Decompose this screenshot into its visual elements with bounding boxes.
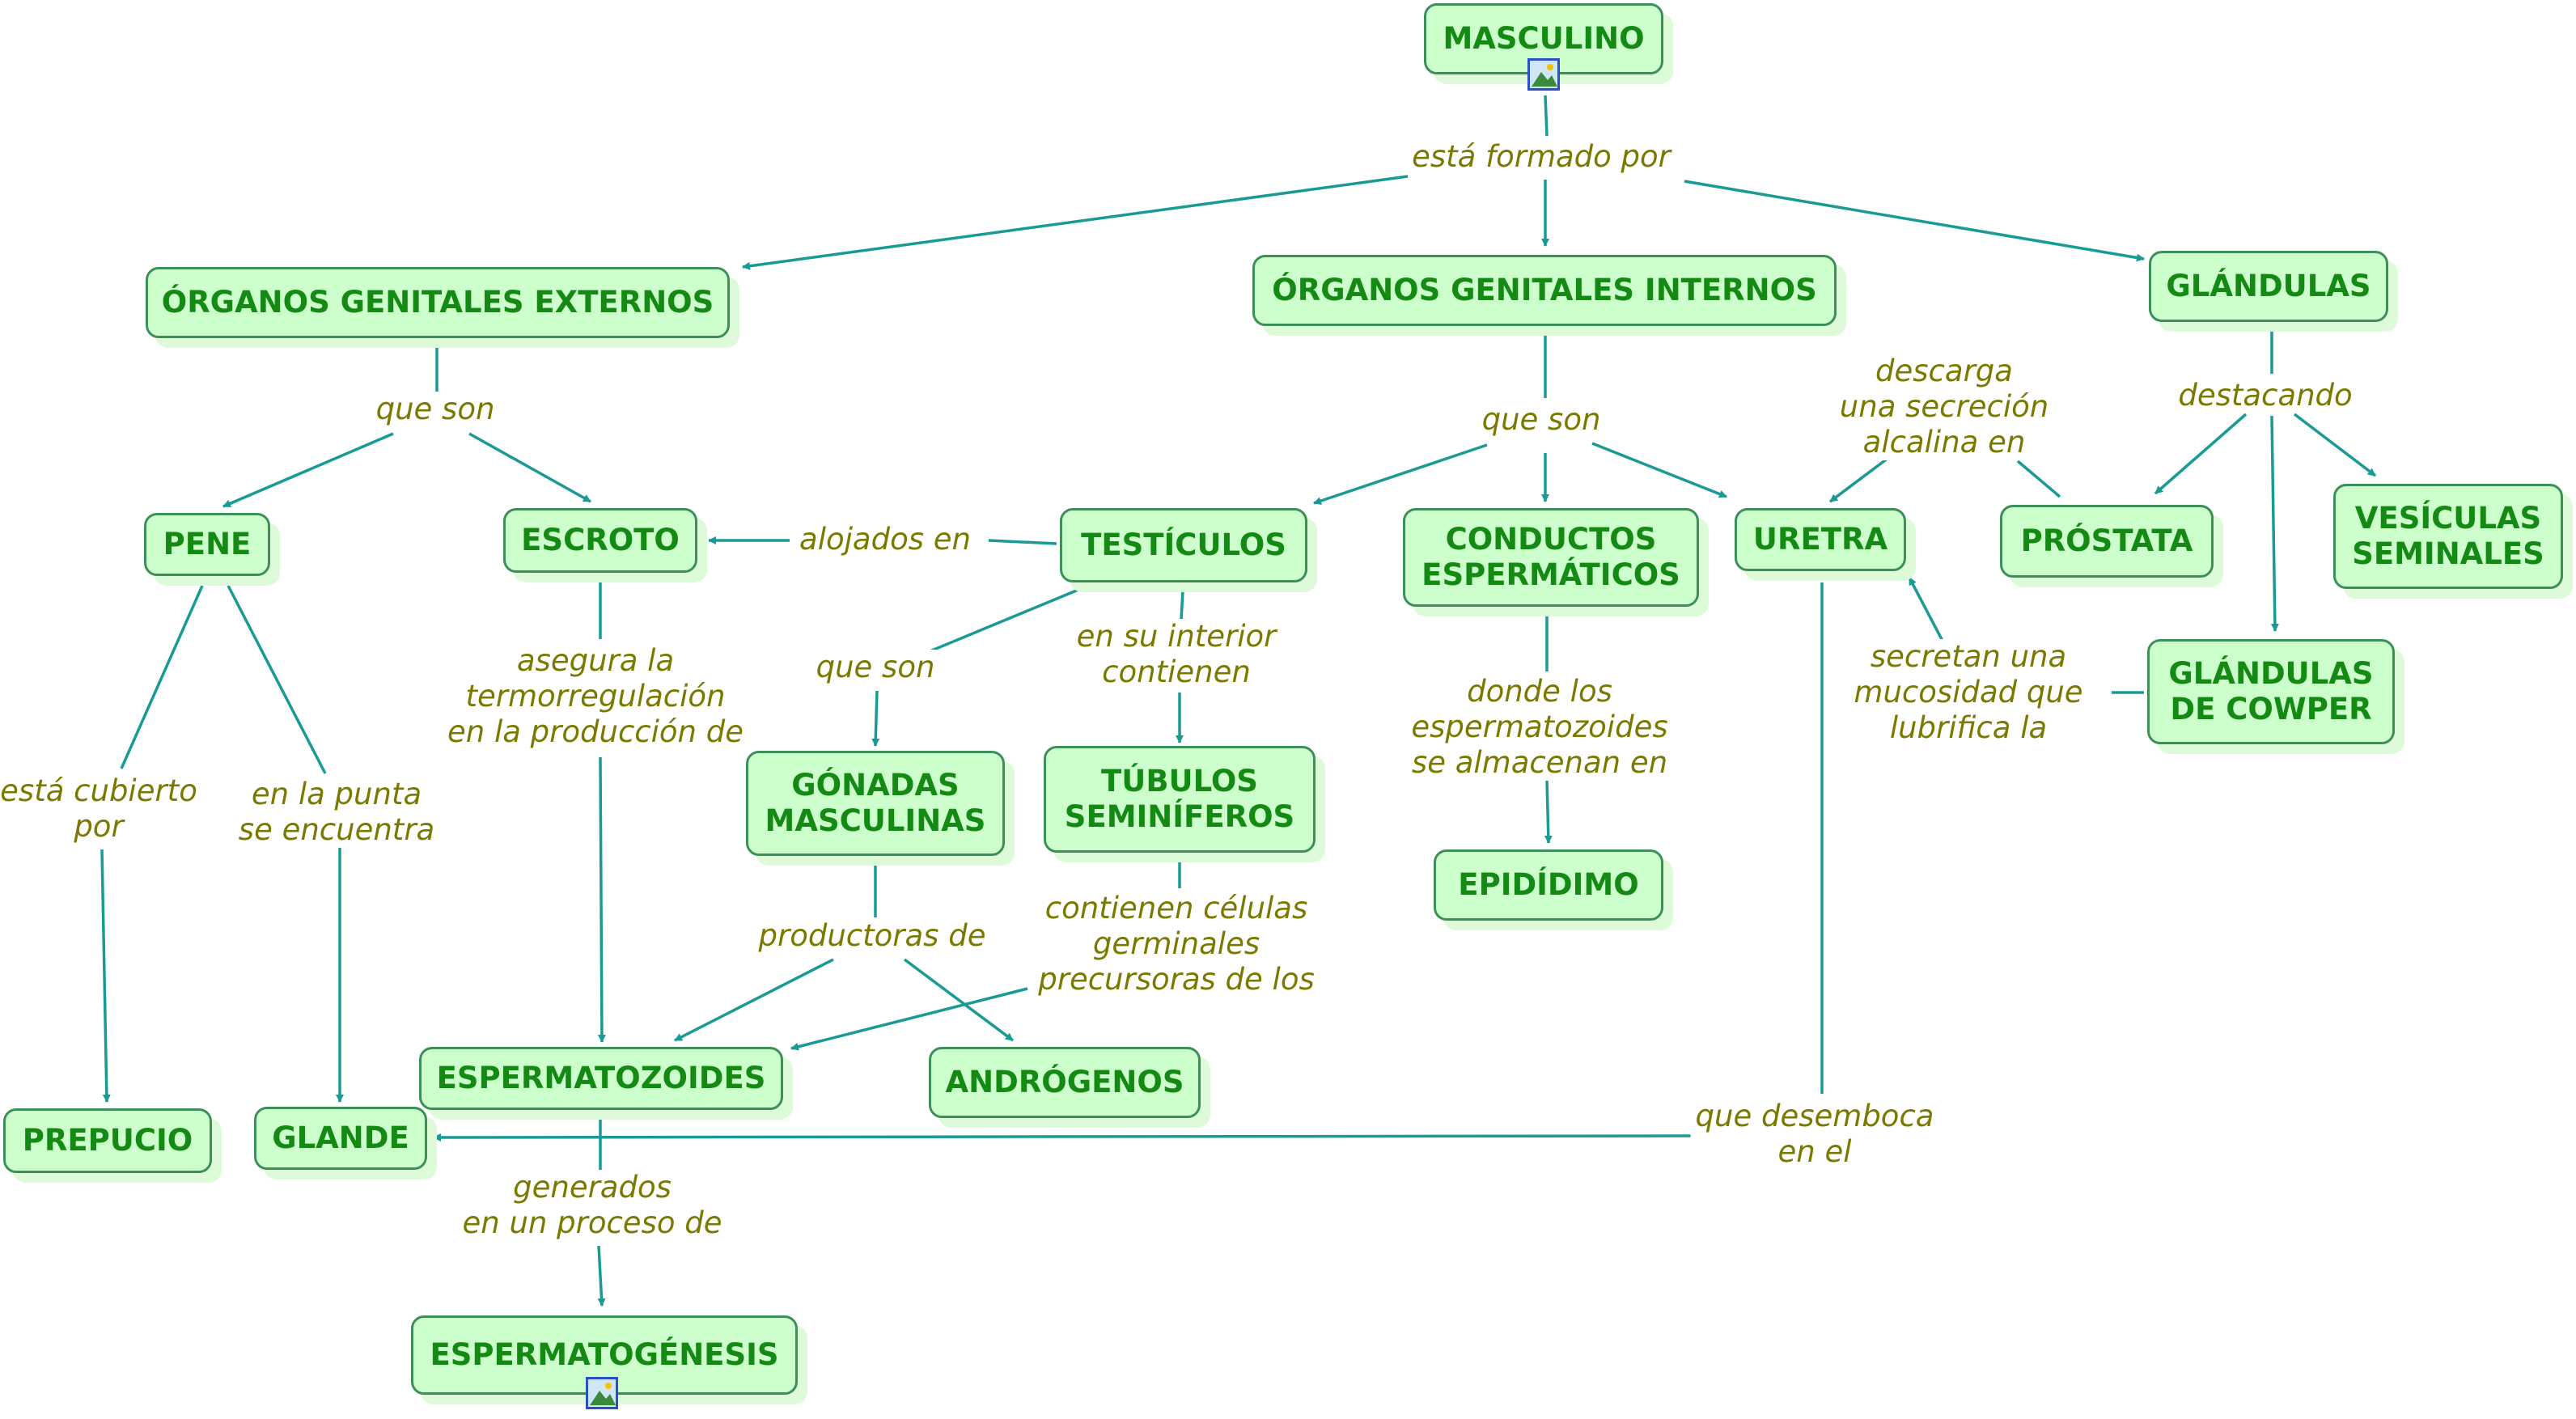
edge-destacando-prostata (2154, 413, 2248, 495)
node-gonadas-masculinas-label: GÓNADAS MASCULINAS (765, 768, 986, 838)
node-pene-label: PENE (163, 527, 252, 561)
node-espermatozoides[interactable]: ESPERMATOZOIDES (419, 1047, 783, 1110)
node-glandulas-cowper[interactable]: GLÁNDULAS DE COWPER (2147, 639, 2395, 744)
edge-queson-testiculos (1313, 443, 1488, 505)
edge-pene-cubierto (120, 585, 204, 769)
node-organos-internos-label: ÓRGANOS GENITALES INTERNOS (1272, 273, 1817, 307)
node-organos-externos[interactable]: ÓRGANOS GENITALES EXTERNOS (146, 267, 730, 338)
image-icon[interactable] (586, 1377, 618, 1409)
edge-masculino-formado (1544, 95, 1549, 137)
node-pene[interactable]: PENE (144, 513, 270, 576)
edge-descarga-uretra (1828, 456, 1890, 503)
node-organos-externos-label: ÓRGANOS GENITALES EXTERNOS (161, 285, 714, 320)
edge-desemboca-glande (433, 1133, 1692, 1142)
edge-destacando-cowper (2270, 415, 2279, 632)
image-icon[interactable] (1527, 58, 1560, 91)
edge-queson-gonadas (871, 690, 880, 747)
node-tubulos-seminiferos-label: TÚBULOS SEMINÍFEROS (1064, 764, 1295, 834)
node-uretra[interactable]: URETRA (1735, 508, 1906, 571)
link-en-su-interior: en su interior contienen (1071, 619, 1282, 690)
link-generados-proceso: generados en un proceso de (457, 1170, 727, 1241)
edge-formado-glandulas (1684, 180, 2145, 262)
edge-queson-pene (222, 432, 394, 508)
edge-asegura-espermatozoides (597, 756, 606, 1043)
edge-generados-espermatogenesis (597, 1245, 606, 1307)
edge-testiculos-alojados (988, 539, 1057, 545)
edge-secretan-uretra (1908, 577, 1945, 643)
node-organos-internos[interactable]: ÓRGANOS GENITALES INTERNOS (1252, 255, 1837, 326)
link-descarga-secrecion: descarga una secreción alcalina en (1834, 354, 2054, 460)
edge-queson-uretra (1591, 442, 1727, 498)
node-escroto[interactable]: ESCROTO (503, 508, 697, 573)
edge-prostata-descarga (2016, 460, 2061, 498)
link-esta-formado-por: está formado por (1407, 139, 1676, 175)
node-uretra-label: URETRA (1752, 522, 1888, 557)
link-destacando: destacando (2173, 378, 2358, 413)
node-androgenos-label: ANDRÓGENOS (945, 1065, 1184, 1099)
node-testiculos[interactable]: TESTÍCULOS (1060, 508, 1307, 582)
edge-productoras-androgenos (903, 958, 1015, 1042)
node-testiculos-label: TESTÍCULOS (1081, 527, 1286, 562)
edge-formado-externos (742, 175, 1409, 270)
edge-testiculos-queson (923, 586, 1085, 655)
link-contienen-celulas: contienen células germinales precursoras… (1033, 891, 1320, 998)
node-glande[interactable]: GLANDE (254, 1107, 427, 1170)
node-glande-label: GLANDE (272, 1120, 409, 1155)
node-androgenos[interactable]: ANDRÓGENOS (929, 1047, 1201, 1118)
node-prostata-label: PRÓSTATA (2020, 523, 2193, 558)
link-secretan-mucosidad: secretan una mucosidad que lubrifica la (1849, 639, 2088, 746)
node-escroto-label: ESCROTO (521, 523, 680, 557)
node-epididimo[interactable]: EPIDÍDIMO (1434, 849, 1663, 921)
edge-donde-epididimo (1544, 779, 1553, 844)
node-tubulos-seminiferos[interactable]: TÚBULOS SEMINÍFEROS (1044, 746, 1316, 853)
node-prepucio-label: PREPUCIO (22, 1123, 193, 1158)
node-espermatozoides-label: ESPERMATOZOIDES (436, 1061, 766, 1095)
edge-destacando-vesiculas (2293, 413, 2377, 477)
node-vesiculas-seminales[interactable]: VESÍCULAS SEMINALES (2333, 484, 2563, 589)
link-en-la-punta: en la punta se encuentra (233, 777, 440, 848)
node-vesiculas-seminales-label: VESÍCULAS SEMINALES (2352, 501, 2544, 571)
link-que-son-testiculos: que son (811, 650, 940, 685)
edge-contienen-espermatozoides (790, 987, 1028, 1051)
edge-testiculos-interior (1180, 590, 1184, 621)
node-conductos-espermaticos-label: CONDUCTOS ESPERMÁTICOS (1421, 522, 1680, 592)
node-prostata[interactable]: PRÓSTATA (2000, 505, 2214, 578)
link-que-son-internos: que son (1477, 402, 1606, 438)
link-asegura-termorregulacion: asegura la termorregulación en la produc… (442, 643, 749, 750)
node-glandulas[interactable]: GLÁNDULAS (2149, 251, 2388, 322)
link-que-son-externos: que son (371, 392, 500, 427)
node-espermatogenesis[interactable]: ESPERMATOGÉNESIS (411, 1315, 798, 1395)
node-conductos-espermaticos[interactable]: CONDUCTOS ESPERMÁTICOS (1403, 508, 1699, 607)
node-masculino-label: MASCULINO (1443, 21, 1645, 56)
link-esta-cubierto-por: está cubierto por (0, 773, 202, 845)
edge-pene-punta (227, 585, 327, 774)
link-productoras-de: productoras de (753, 918, 991, 954)
link-que-desemboca: que desemboca en el (1690, 1099, 1939, 1170)
edge-cubierto-prepucio (100, 849, 111, 1103)
edge-productoras-espermatozoides (674, 958, 834, 1042)
node-espermatogenesis-label: ESPERMATOGÉNESIS (430, 1337, 779, 1372)
node-glandulas-cowper-label: GLÁNDULAS DE COWPER (2168, 656, 2374, 726)
node-glandulas-label: GLÁNDULAS (2166, 269, 2371, 303)
link-donde-espermatozoides: donde los espermatozoides se almacenan e… (1406, 674, 1673, 781)
node-gonadas-masculinas[interactable]: GÓNADAS MASCULINAS (746, 751, 1005, 856)
edge-queson-escroto (468, 432, 591, 503)
node-prepucio[interactable]: PREPUCIO (3, 1108, 212, 1173)
link-alojados-en: alojados en (794, 522, 976, 557)
node-epididimo-label: EPIDÍDIMO (1458, 867, 1639, 902)
